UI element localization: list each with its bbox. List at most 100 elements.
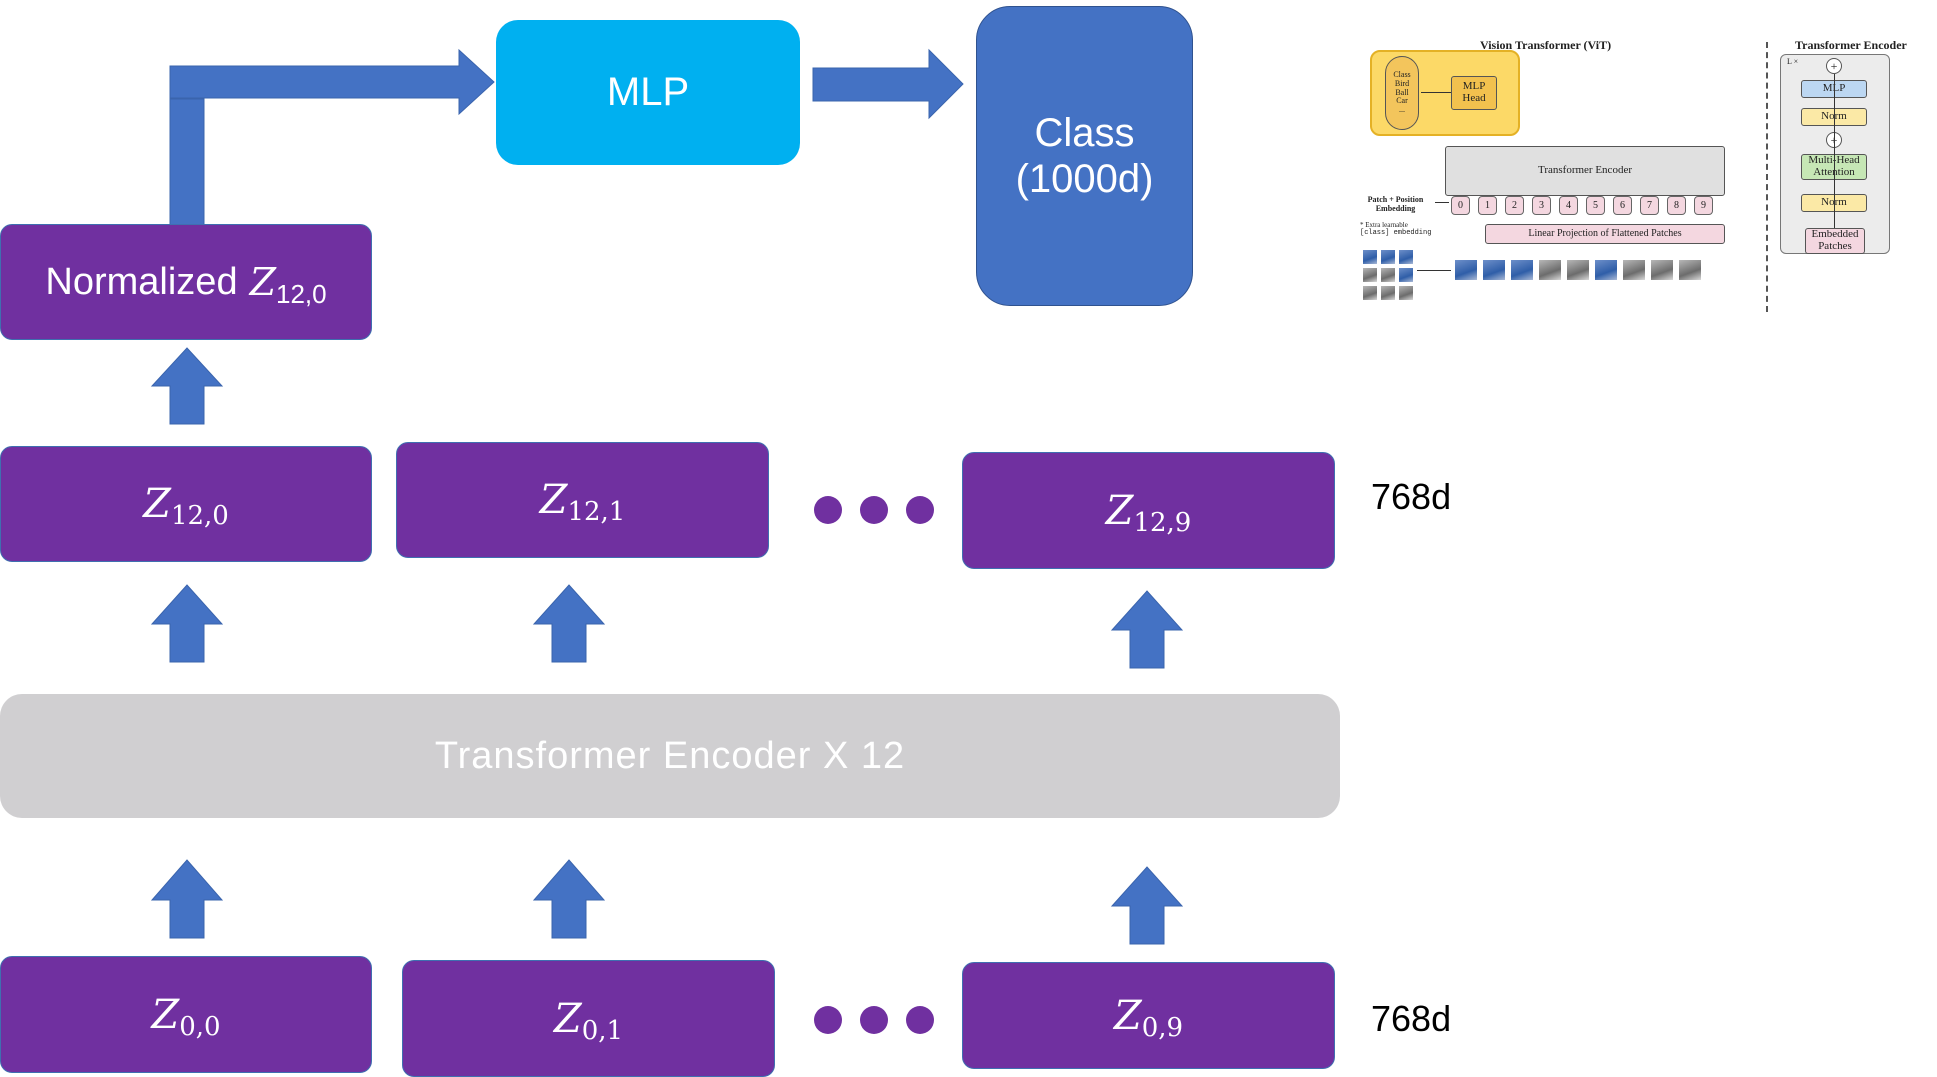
class-item: Ball (1395, 87, 1409, 97)
label-arrow (1435, 202, 1449, 203)
patch-position-line1: Patch + Position (1367, 195, 1424, 204)
token-sub: 12,9 (1133, 507, 1192, 538)
token: 4 (1559, 196, 1578, 215)
up-arrow-normalized (150, 347, 224, 425)
token-row: 0 1 2 3 4 5 6 7 8 9 (1451, 196, 1713, 215)
token-sub: 0,0 (179, 1011, 221, 1042)
dot (814, 496, 842, 524)
dot (906, 496, 934, 524)
token: 7 (1640, 196, 1659, 215)
token-var: Z (539, 477, 568, 523)
patch-thumb (1399, 268, 1413, 282)
token: 8 (1667, 196, 1686, 215)
token-var: Z (151, 991, 180, 1038)
token: 2 (1505, 196, 1524, 215)
mlp-head-box: MLP Head (1451, 76, 1497, 110)
token-var: Z (1105, 487, 1134, 534)
token-var: Z (1113, 992, 1142, 1039)
normalized-sub: 12,0 (275, 278, 327, 309)
token: 3 (1532, 196, 1551, 215)
patch-thumb (1381, 286, 1395, 300)
mlp-head-line1: MLP (1462, 80, 1486, 93)
mlp-box: MLP (496, 20, 800, 165)
plus-top: + (1826, 58, 1842, 74)
vit-transformer-encoder: Transformer Encoder (1445, 146, 1725, 196)
mlp-head-line2: Head (1462, 92, 1486, 104)
patch-thumb (1399, 286, 1413, 300)
image-patch-grid (1363, 250, 1413, 300)
up-arrow-in-9 (1110, 866, 1184, 945)
class-item: Class (1393, 70, 1411, 79)
encoder-label: Transformer Encoder X 12 (434, 734, 906, 777)
token: 0 (1451, 196, 1470, 215)
patch (1623, 260, 1645, 280)
patch-thumb (1363, 286, 1377, 300)
output-dim-label: 768d (1371, 476, 1452, 517)
encoder-block-spine (1834, 74, 1835, 228)
dot (906, 1006, 934, 1034)
token-sub: 12,0 (170, 501, 229, 531)
encoder-title: Transformer Encoder (1795, 38, 1907, 52)
vit-reference-figure: Vision Transformer (ViT) Transformer Enc… (1355, 28, 1915, 328)
embedded-patches-box: Embedded Patches (1805, 228, 1865, 254)
extra-learnable-line2: [class] embedding (1360, 228, 1432, 237)
mha-line1: Multi-Head (1808, 154, 1860, 167)
class-label-line2: (1000d) (1015, 157, 1154, 201)
dot (860, 1006, 888, 1034)
linear-projection-box: Linear Projection of Flattened Patches (1485, 224, 1725, 244)
patch (1679, 260, 1701, 280)
patch-position-label: Patch + Position Embedding (1358, 195, 1433, 214)
class-list: Class Bird Ball Car ... (1385, 56, 1419, 130)
ellipsis-dots-input (814, 1006, 934, 1034)
patch-thumb (1381, 250, 1395, 264)
patch (1567, 260, 1589, 280)
patch-thumb (1363, 268, 1377, 282)
mlp-to-class-arrow (812, 48, 964, 120)
token-sub: 0,1 (581, 1015, 624, 1046)
up-arrow-out-0 (150, 584, 224, 663)
ellipsis-dots-output (814, 496, 934, 524)
transformer-encoder-box: Transformer Encoder X 12 (0, 694, 1340, 818)
dot (814, 1006, 842, 1034)
divider (1766, 42, 1768, 312)
elbow-arrow-vertical (169, 98, 205, 229)
token-var: Z (143, 481, 171, 527)
patch-position-line2: Embedding (1375, 203, 1416, 213)
patch-thumb (1363, 250, 1377, 264)
patch (1539, 260, 1561, 280)
arrow-layer (150, 48, 1184, 945)
lx-label: L × (1787, 57, 1799, 66)
class-item: Car (1396, 96, 1408, 106)
elbow-arrow-horizontal (169, 48, 495, 116)
mlp-label: MLP (606, 70, 690, 114)
normalized-var: Z (249, 260, 276, 304)
normalized-prefix: Normalized (45, 260, 238, 303)
token: 1 (1478, 196, 1497, 215)
class-label-line1: Class (1034, 111, 1135, 155)
flattened-patch-row (1455, 260, 1701, 280)
up-arrow-out-1 (532, 584, 606, 663)
patch-thumb (1399, 250, 1413, 264)
head-to-class-arrow (1421, 92, 1451, 93)
token-sub: 0,9 (1141, 1012, 1184, 1043)
class-box: Class (1000d) (976, 6, 1193, 306)
up-arrow-out-9 (1110, 590, 1184, 669)
patch (1483, 260, 1505, 280)
up-arrow-in-1 (532, 859, 606, 939)
class-item: Bird (1394, 78, 1410, 88)
token-sub: 12,1 (567, 497, 626, 527)
token: 6 (1613, 196, 1632, 215)
class-item: ... (1399, 105, 1405, 115)
vit-title: Vision Transformer (ViT) (1480, 38, 1612, 52)
embedded-line1: Embedded (1811, 228, 1859, 241)
dot (860, 496, 888, 524)
token-var: Z (553, 995, 582, 1042)
extra-learnable-label: * Extra learnable [class] embedding (1360, 221, 1440, 237)
up-arrow-in-0 (150, 859, 224, 939)
